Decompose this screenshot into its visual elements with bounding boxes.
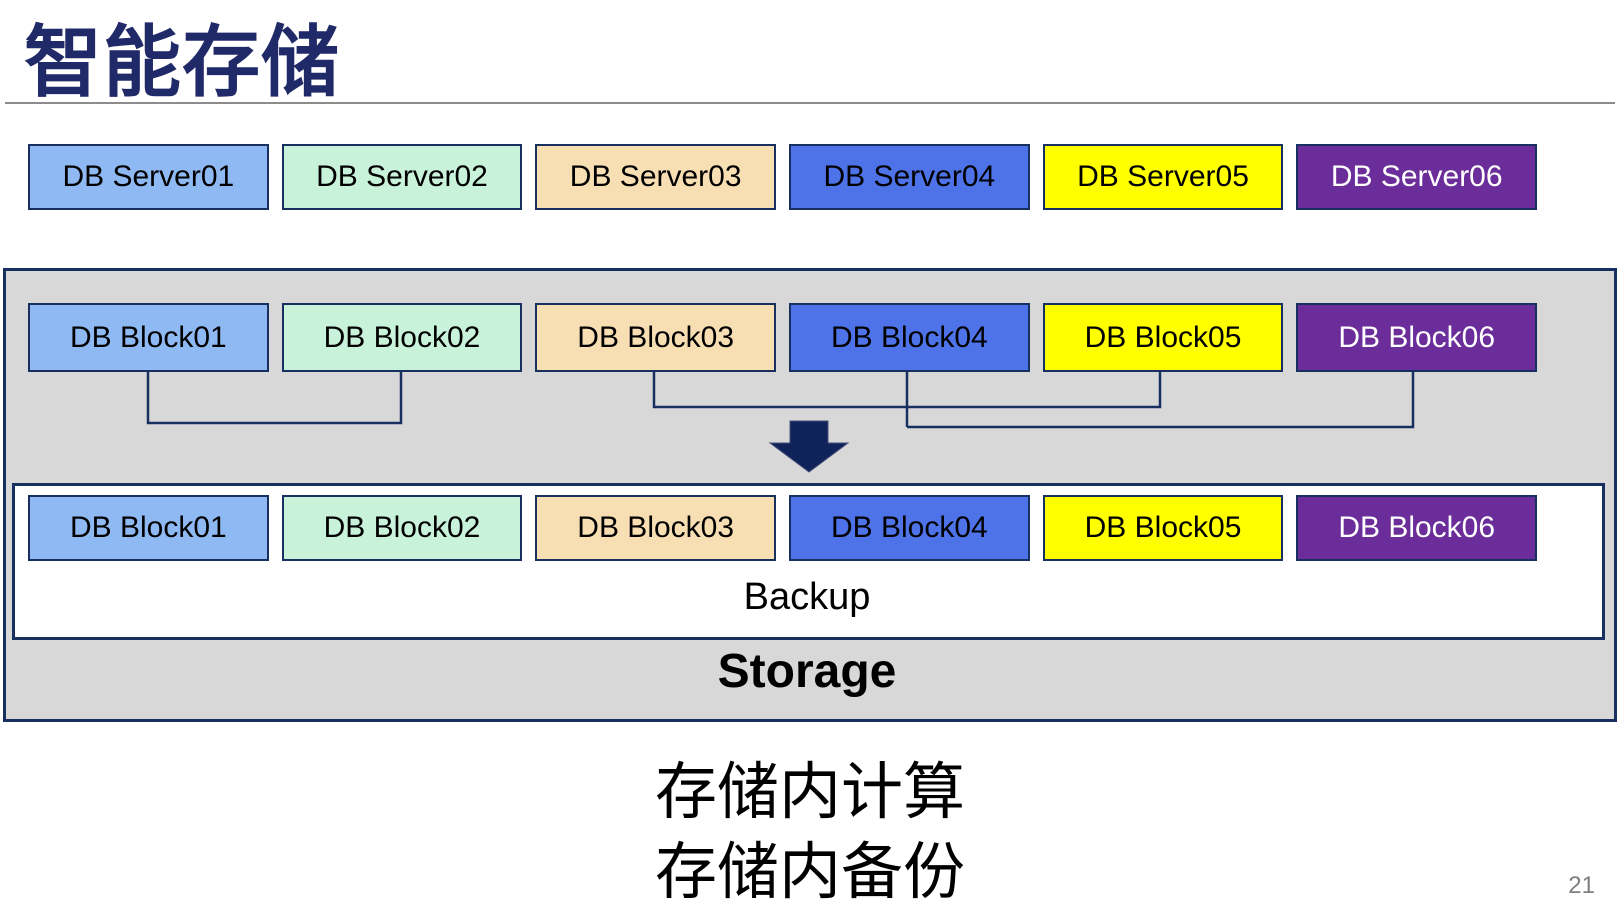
box-db-block05: DB Block05 (1042, 303, 1284, 372)
box-db-block06: DB Block06 (1296, 303, 1538, 372)
box-db-server06: DB Server06 (1296, 144, 1538, 210)
box-db-block06: DB Block06 (1296, 495, 1538, 561)
annotation-line-1: 存储内计算 (654, 758, 965, 827)
box-db-block02: DB Block02 (281, 495, 523, 561)
box-db-server02: DB Server02 (281, 144, 523, 210)
box-db-block04: DB Block04 (789, 495, 1030, 561)
box-db-block05: DB Block05 (1042, 495, 1284, 561)
box-db-block03: DB Block03 (535, 495, 777, 561)
annotation-line-2: 存储内备份 (654, 838, 965, 907)
box-db-server01: DB Server01 (28, 144, 269, 210)
page-title: 智能存储 (24, 18, 341, 106)
storage-label: Storage (717, 645, 897, 698)
box-db-block01: DB Block01 (28, 495, 269, 561)
title-divider (5, 102, 1615, 104)
box-db-block03: DB Block03 (535, 303, 777, 372)
box-db-server04: DB Server04 (789, 144, 1030, 210)
box-db-server03: DB Server03 (535, 144, 777, 210)
backup-label: Backup (743, 576, 871, 618)
box-db-block01: DB Block01 (28, 303, 269, 372)
box-db-block02: DB Block02 (281, 303, 523, 372)
box-db-server05: DB Server05 (1042, 144, 1284, 210)
annotation-text: 存储内计算 存储内备份 (0, 753, 1620, 913)
box-db-block04: DB Block04 (789, 303, 1030, 372)
page-number: 21 (1568, 872, 1595, 899)
